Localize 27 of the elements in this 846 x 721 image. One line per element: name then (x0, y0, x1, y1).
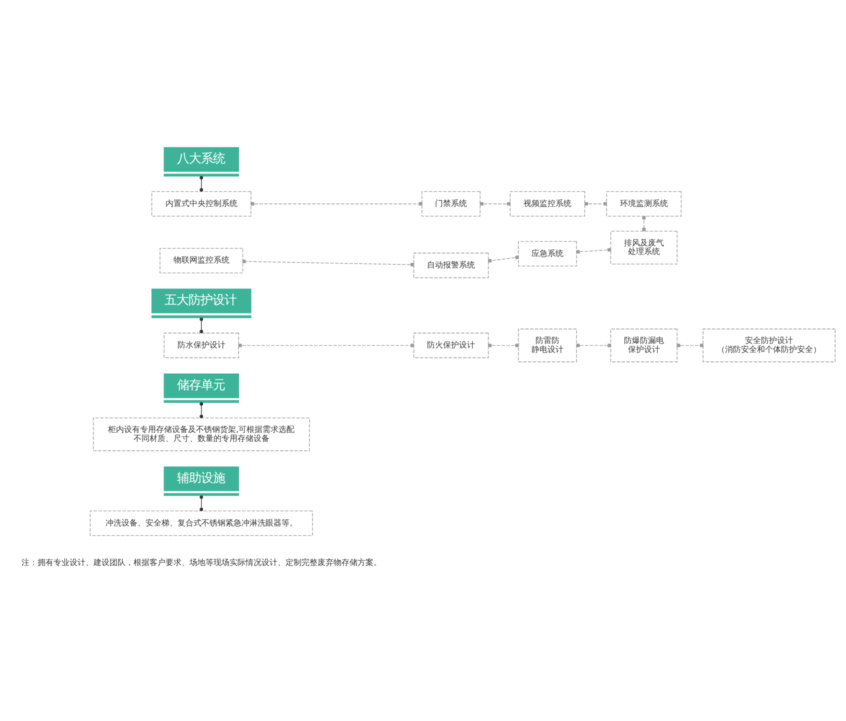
node-box: 物联网监控系统 (160, 247, 244, 273)
connector (584, 202, 607, 206)
label: 注：拥有专业设计、建设团队，根据客户要求、场地等现场实际情况设计、定制完整废弃物存储方案。 (21, 556, 382, 567)
node-box: 防水保护设计 (164, 332, 239, 358)
connector (200, 494, 204, 511)
node-box: 自动报警系统 (413, 252, 489, 278)
connector (576, 343, 612, 347)
node-box: 防爆防漏电保护设计 (610, 328, 678, 362)
node-box: 应急系统 (518, 240, 577, 266)
node-box: 内置式中央控制系统 (151, 190, 252, 216)
node-box: 冲洗设备、安全梯、复合式不锈钢紧急冲淋洗眼器等。 (90, 510, 313, 536)
node-box: 门禁系统 (422, 190, 480, 216)
connector (242, 259, 414, 266)
node-box: 防火保护设计 (413, 332, 489, 358)
node-box: 柜内设有专用存储设备及不锈钢货架,可根据需求选配不同材质、尺寸、数量的专用存储设备 (92, 417, 310, 451)
connector (488, 343, 519, 347)
connector (200, 176, 204, 192)
node-box: 视频监控系统 (510, 190, 586, 216)
node-box: 环境监测系统 (606, 190, 682, 216)
connector (642, 215, 646, 231)
node-box: 防雷防静电设计 (518, 328, 577, 362)
node-box: 安全防护设计 （消防安全和个体防护安全） (702, 328, 836, 362)
connector (200, 402, 204, 418)
connector (676, 343, 704, 347)
node-box: 排风及废气处理系统 (610, 230, 678, 264)
connector (200, 317, 204, 333)
connector (238, 343, 414, 347)
